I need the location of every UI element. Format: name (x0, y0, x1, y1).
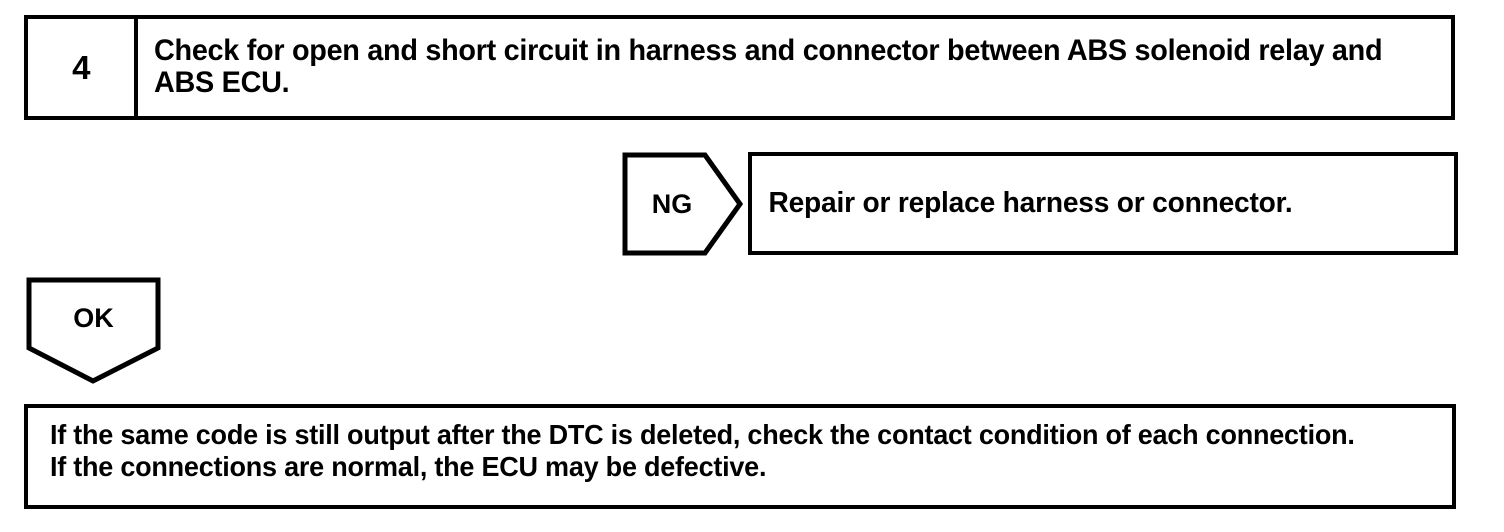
ng-branch-label: NG (651, 188, 693, 219)
step-box: 4 Check for open and short circuit in ha… (24, 15, 1455, 120)
step-number-cell: 4 (28, 19, 138, 116)
repair-result-text: Repair or replace harness or connector. (768, 187, 1293, 219)
ok-branch-marker: OK (26, 277, 161, 385)
ng-branch-marker: NG (622, 152, 743, 256)
conclusion-box: If the same code is still output after t… (24, 404, 1456, 509)
step-instruction-text: Check for open and short circuit in harn… (154, 34, 1383, 100)
repair-result-box: Repair or replace harness or connector. (748, 152, 1458, 255)
step-number: 4 (72, 49, 90, 86)
conclusion-text: If the same code is still output after t… (50, 419, 1355, 482)
pentagon-right-icon (622, 152, 743, 256)
step-instruction-cell: Check for open and short circuit in harn… (138, 19, 1451, 116)
pentagon-down-icon (26, 277, 161, 384)
ok-branch-label: OK (73, 302, 114, 333)
